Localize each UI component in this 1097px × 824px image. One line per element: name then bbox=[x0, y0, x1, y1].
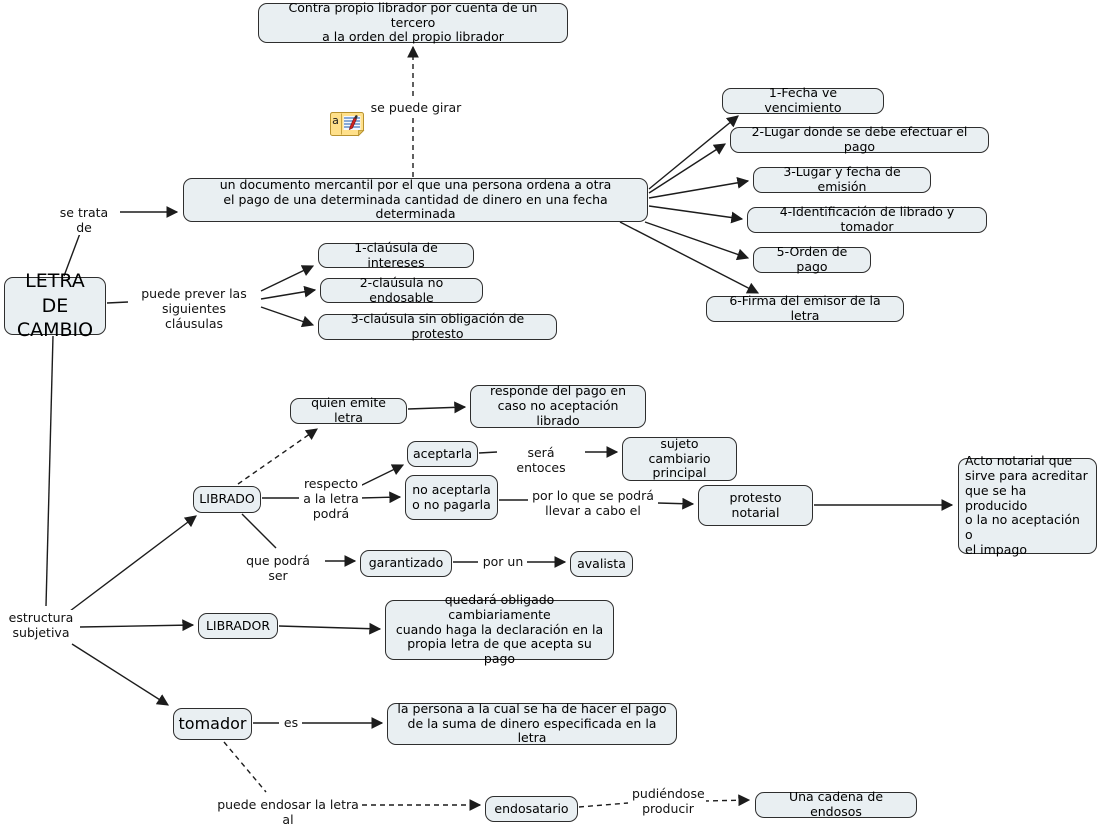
concept-requisito-2[interactable]: 2-Lugar donde se debe efectuar el pago bbox=[730, 124, 989, 154]
concept-requisito-4[interactable]: 4-Identificación de librado y tomador bbox=[747, 204, 987, 234]
concept-librador[interactable]: LIBRADOR bbox=[198, 613, 278, 639]
link-por-lo-que-se-podra[interactable]: por lo que se podrá llevar a cabo el bbox=[530, 488, 656, 518]
concept-letra-de-cambio[interactable]: LETRA DE CAMBIO bbox=[4, 270, 106, 341]
solid-edges bbox=[45, 115, 954, 729]
annotation-icon-letter: a bbox=[332, 114, 339, 127]
concept-quien-emite-letra[interactable]: quien emite letra bbox=[290, 395, 407, 425]
concept-avalista[interactable]: avalista bbox=[570, 551, 633, 577]
link-sera-entoces[interactable]: será entoces bbox=[499, 445, 583, 475]
concept-clausula-3[interactable]: 3-claúsula sin obligación de protesto bbox=[318, 311, 557, 341]
concept-clausula-1[interactable]: 1-claúsula de intereses bbox=[318, 240, 474, 269]
annotation-note-icon[interactable]: a bbox=[329, 111, 365, 138]
concept-contra-propio-librador[interactable]: Contra propio librador por cuenta de un … bbox=[258, 0, 568, 44]
link-puede-endosar-la-letra[interactable]: puede endosar la letra al bbox=[214, 797, 362, 824]
concept-cadena-endosos[interactable]: Una cadena de endosos bbox=[755, 789, 917, 819]
concept-librado[interactable]: LIBRADO bbox=[193, 486, 261, 513]
concept-garantizado[interactable]: garantizado bbox=[360, 550, 452, 577]
link-puede-prever-clausulas[interactable]: puede prever las siguientes cláusulas bbox=[130, 286, 258, 331]
concept-acto-notarial[interactable]: Acto notarial que sirve para acreditar q… bbox=[958, 454, 1097, 557]
concept-protesto-notarial[interactable]: protesto notarial bbox=[698, 485, 813, 526]
concept-clausula-2[interactable]: 2-claúsula no endosable bbox=[320, 275, 483, 304]
concept-persona-pago[interactable]: la persona a la cual se ha de hacer el p… bbox=[387, 701, 677, 745]
concept-definicion[interactable]: un documento mercantil por el que una pe… bbox=[183, 177, 648, 222]
concept-aceptarla[interactable]: aceptarla bbox=[407, 441, 478, 467]
concept-tomador[interactable]: tomador bbox=[173, 708, 252, 740]
concept-no-aceptarla[interactable]: no aceptarla o no pagarla bbox=[405, 475, 498, 520]
concept-requisito-6[interactable]: 6-Firma del emisor de la letra bbox=[706, 293, 904, 323]
link-es[interactable]: es bbox=[281, 715, 301, 730]
concept-requisito-3[interactable]: 3-Lugar y fecha de emisión bbox=[753, 164, 931, 194]
concept-responde-del-pago[interactable]: responde del pago en caso no aceptación … bbox=[470, 384, 646, 428]
link-por-un[interactable]: por un bbox=[480, 554, 526, 569]
link-se-puede-girar[interactable]: se puede girar bbox=[368, 100, 464, 115]
concept-endosatario[interactable]: endosatario bbox=[485, 796, 578, 822]
link-respecto-a-la-letra[interactable]: respecto a la letra podrá bbox=[300, 476, 362, 521]
link-pudiendose-producir[interactable]: pudiéndose producir bbox=[630, 786, 706, 816]
concept-quedara-obligado[interactable]: quedará obligado cambiariamente cuando h… bbox=[385, 592, 614, 666]
concept-sujeto-cambiario[interactable]: sujeto cambiario principal bbox=[622, 436, 737, 481]
link-estructura-subjetiva[interactable]: estructura subjetiva bbox=[6, 610, 76, 640]
concept-requisito-5[interactable]: 5-Orden de pago bbox=[753, 244, 871, 274]
link-se-trata-de[interactable]: se trata de bbox=[48, 205, 120, 235]
link-que-podra-ser[interactable]: que podrá ser bbox=[233, 553, 323, 583]
concept-requisito-1[interactable]: 1-Fecha ve vencimiento bbox=[722, 85, 884, 115]
